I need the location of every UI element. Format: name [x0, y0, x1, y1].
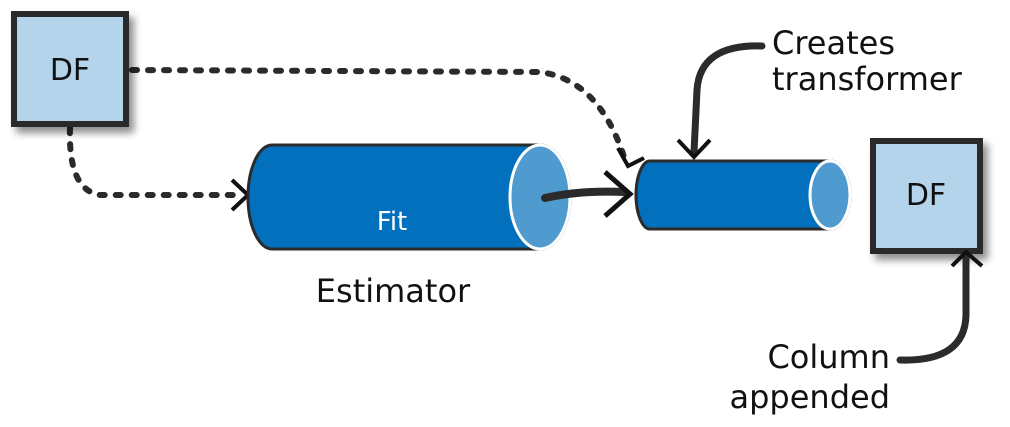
estimator-caption: Estimator: [316, 272, 471, 310]
df-input-box: [11, 11, 129, 127]
arrowhead-df-to-transformer: [616, 147, 645, 169]
edge-df-to-estimator: [66, 125, 243, 198]
estimator-cylinder: [246, 143, 572, 251]
creates-transformer-arrow: [690, 42, 766, 156]
df-output-box: [870, 138, 983, 254]
creates-transformer-line1: Creates: [772, 24, 895, 62]
column-appended-arrowhead: [950, 249, 984, 268]
creates-transformer-line2: transformer: [772, 60, 963, 98]
transformer-cylinder-end: [808, 159, 852, 231]
df-output-label: DF: [906, 178, 946, 213]
edge-estimator-to-transformer: [541, 187, 629, 202]
df-input-label: DF: [50, 53, 90, 88]
estimator-fit-label: Fit: [377, 207, 407, 237]
arrowhead-estimator-to-transformer: [603, 170, 634, 218]
edge-df-to-transformer: [129, 67, 628, 163]
column-appended-line2: appended: [729, 378, 890, 416]
column-appended-arrow: [896, 254, 970, 364]
creates-transformer-arrowhead: [676, 138, 712, 160]
column-appended-line1: Column: [767, 338, 890, 376]
transformer-cylinder: [634, 159, 852, 231]
